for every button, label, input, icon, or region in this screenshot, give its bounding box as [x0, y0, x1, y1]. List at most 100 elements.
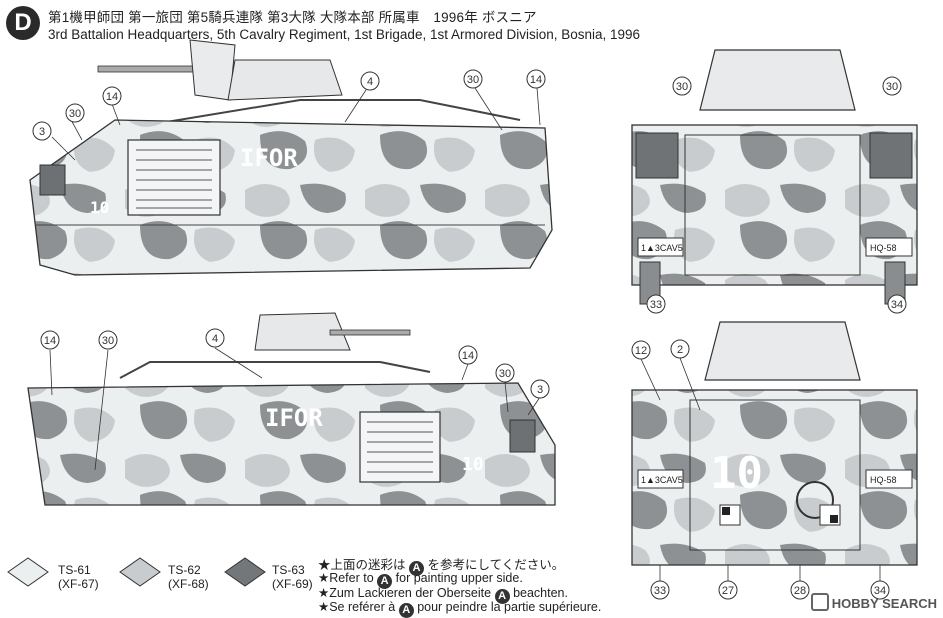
callout-4: 4: [205, 328, 225, 348]
trim-vane: [689, 399, 861, 551]
note-de: ★Zum Lackieren der Oberseite A beachten.: [318, 586, 568, 604]
front-plate-left: 1▲3CAV5: [641, 475, 683, 485]
callout-3: 3: [32, 121, 52, 141]
svg-text:14: 14: [106, 91, 118, 103]
svg-text:14: 14: [530, 74, 542, 86]
machine-gun-barrel: [329, 329, 411, 336]
note-en: ★Refer to A for painting upper side.: [318, 571, 523, 589]
plate-right-box: [865, 469, 913, 489]
callout-14: 14: [40, 330, 60, 350]
ifor-marking: IFOR: [265, 404, 323, 432]
svg-text:34: 34: [874, 585, 886, 597]
stowage-rail: [129, 99, 521, 129]
ref-a-icon: A: [409, 561, 424, 576]
rear-plate-right: HQ-58: [870, 243, 897, 253]
svg-text:4: 4: [367, 76, 373, 88]
section-badge: D: [6, 6, 40, 40]
svg-text:33: 33: [654, 585, 666, 597]
svg-text:12: 12: [635, 345, 647, 357]
rear-plate-left: 1▲3CAV5: [641, 243, 683, 253]
ref-a-icon: A: [494, 589, 510, 604]
callout-4: 4: [360, 71, 380, 91]
stowage-rail: [119, 361, 431, 379]
svg-text:14: 14: [462, 350, 474, 362]
ref-a-icon: A: [398, 603, 414, 618]
callout-30: 30: [65, 103, 85, 123]
svg-text:30: 30: [886, 81, 898, 93]
svg-text:30: 30: [102, 335, 114, 347]
side-view-bottom: IFOR 10 14 30 4 14 30 3: [27, 312, 556, 506]
callout-30: 30: [98, 330, 118, 350]
callout-30: 30: [882, 76, 902, 96]
swatch-1: [7, 557, 49, 587]
callout-30: 30: [672, 76, 692, 96]
svg-text:30: 30: [69, 108, 81, 120]
stowage-panel: [359, 411, 441, 483]
svg-text:28: 28: [794, 585, 806, 597]
callout-34: 34: [887, 294, 907, 314]
rear-cupola: [699, 49, 856, 111]
callout-27: 27: [718, 580, 738, 600]
headlight-cluster: [39, 164, 66, 196]
rear-ramp: [684, 134, 861, 276]
swatch-3: [224, 557, 266, 587]
callout-33: 33: [650, 580, 670, 600]
plate-left-box: [637, 469, 684, 489]
front-view: 10 1▲3CAV5 HQ-58 12 2 33 27 28 34: [631, 321, 918, 600]
plate-right-box: [865, 237, 913, 257]
ifor-marking: IFOR: [240, 144, 298, 172]
note-jp: ★上面の迷彩は A を参考にしてください。: [318, 558, 565, 576]
rear-view: 1▲3CAV5 HQ-58 30 30 33 34: [631, 49, 918, 314]
cupola: [254, 312, 351, 351]
svg-text:33: 33: [650, 299, 662, 311]
side-view-top: IFOR 10 3 14 30 4 30 14: [29, 39, 553, 276]
svg-text:30: 30: [499, 368, 511, 380]
watermark: HOBBY SEARCH: [810, 593, 937, 611]
callout-34: 34: [870, 580, 890, 600]
svg-text:4: 4: [212, 333, 218, 345]
callout-33: 33: [646, 294, 666, 314]
svg-text:34: 34: [891, 299, 903, 311]
svg-text:30: 30: [676, 81, 688, 93]
machine-gun-barrel: [97, 65, 199, 73]
stowage-panel: [127, 139, 221, 216]
callout-14: 14: [102, 86, 122, 106]
svg-text:30: 30: [467, 74, 479, 86]
callout-14: 14: [458, 345, 478, 365]
hull-number: 10: [462, 454, 484, 475]
callout-30: 30: [463, 69, 483, 89]
note-fr: ★Se reférer à A pour peindre la partie s…: [318, 600, 602, 618]
svg-text:14: 14: [44, 335, 56, 347]
title-english: 3rd Battalion Headquarters, 5th Cavalry …: [48, 27, 641, 42]
callout-12: 12: [631, 340, 651, 360]
swatch-1-label: TS-61(XF-67): [58, 563, 99, 591]
svg-text:27: 27: [722, 585, 734, 597]
title-japanese: 第1機甲師団 第一旅団 第5騎兵連隊 第3大隊 大隊本部 所属車 1996年 ボ…: [48, 10, 537, 25]
swatch-2-label: TS-62(XF-68): [168, 563, 209, 591]
callout-30: 30: [495, 363, 515, 383]
headlight-cluster: [509, 419, 536, 453]
hull-side: [27, 382, 556, 506]
gun-shield: [189, 39, 236, 101]
callout-2: 2: [670, 339, 690, 359]
rear-light-right: [869, 132, 913, 179]
plate-left-box: [637, 237, 684, 257]
rear-light-left: [635, 132, 679, 179]
swatch-2: [119, 557, 161, 587]
front-hull-number: 10: [710, 448, 763, 499]
swatch-3-label: TS-63(XF-69): [272, 563, 313, 591]
svg-text:3: 3: [39, 126, 45, 138]
cupola: [227, 59, 343, 101]
callout-3: 3: [530, 379, 550, 399]
front-plate-right: HQ-58: [870, 475, 897, 485]
callout-28: 28: [790, 580, 810, 600]
ref-a-icon: A: [377, 574, 393, 589]
front-cupola: [704, 321, 861, 381]
callout-14: 14: [526, 69, 546, 89]
spare-wheel: [796, 481, 834, 519]
hobby-search-logo-icon: [810, 593, 829, 611]
svg-text:2: 2: [677, 344, 683, 356]
hull-number: 10: [90, 198, 109, 217]
svg-text:3: 3: [537, 384, 543, 396]
